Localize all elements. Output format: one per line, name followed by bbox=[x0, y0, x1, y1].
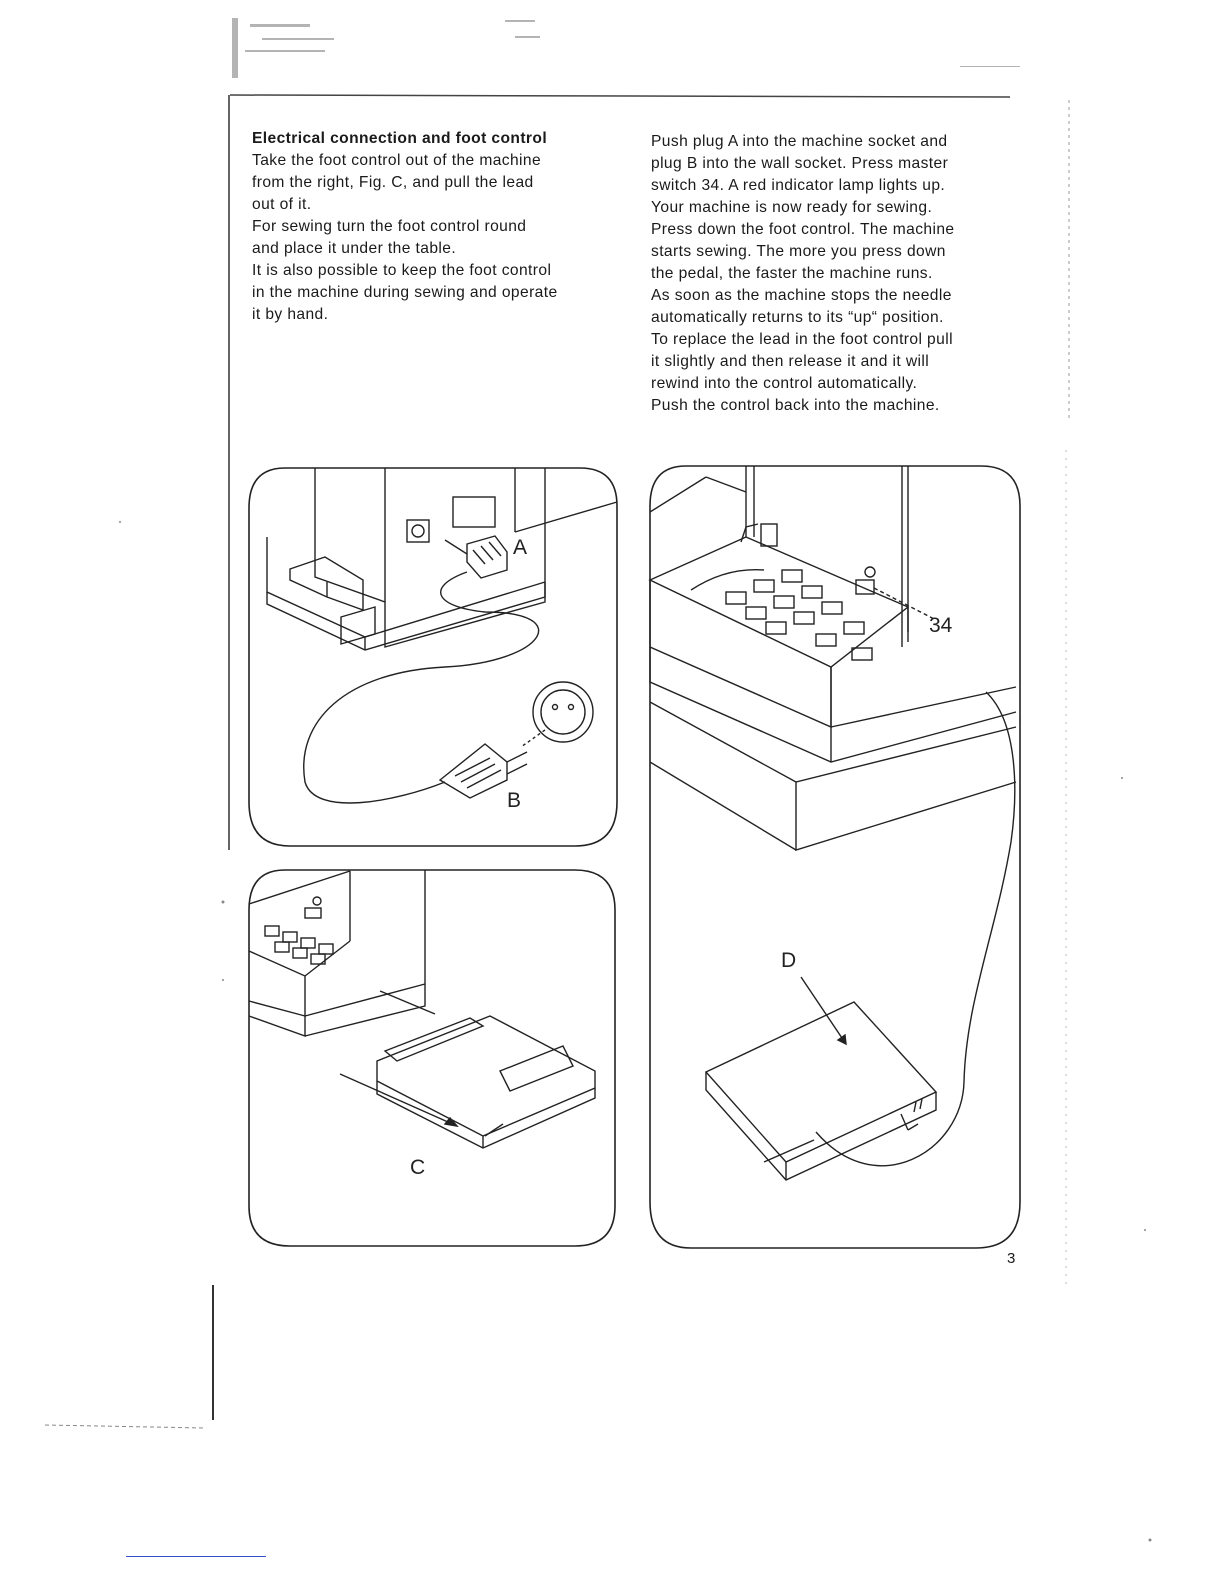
figure-pedal: 34 D bbox=[646, 462, 1024, 1252]
right-column: Push plug A into the machine socket and … bbox=[651, 131, 1031, 417]
bottom-rule bbox=[126, 1556, 266, 1557]
section-heading: Electrical connection and foot control bbox=[252, 130, 548, 147]
figure-plugs-drawing: A B bbox=[248, 467, 618, 847]
figure-pedal-drawing: 34 D bbox=[648, 465, 1021, 1249]
page-number: 3 bbox=[1007, 1250, 1016, 1267]
paragraph: As soon as the machine stops the needle … bbox=[651, 287, 952, 326]
paragraph: It is also possible to keep the foot con… bbox=[252, 262, 558, 323]
paragraph: To replace the lead in the foot control … bbox=[651, 331, 953, 392]
paragraph: Take the foot control out of the machine… bbox=[252, 152, 542, 213]
label-d: D bbox=[781, 949, 796, 972]
paragraph: Push plug A into the machine socket and … bbox=[651, 133, 949, 216]
label-b: B bbox=[507, 789, 521, 812]
left-column: Electrical connection and foot control T… bbox=[252, 128, 632, 326]
label-switch-34: 34 bbox=[929, 614, 953, 637]
figure-plugs: A B bbox=[245, 462, 620, 852]
label-a: A bbox=[513, 536, 527, 559]
figure-foot-control-out-drawing: C bbox=[248, 869, 616, 1247]
paragraph: For sewing turn the foot control round a… bbox=[252, 218, 527, 257]
paragraph: Push the control back into the machine. bbox=[651, 397, 940, 414]
figure-foot-control-out: C bbox=[245, 866, 620, 1252]
label-c: C bbox=[410, 1156, 425, 1179]
paragraph: Press down the foot control. The machine… bbox=[651, 221, 955, 282]
